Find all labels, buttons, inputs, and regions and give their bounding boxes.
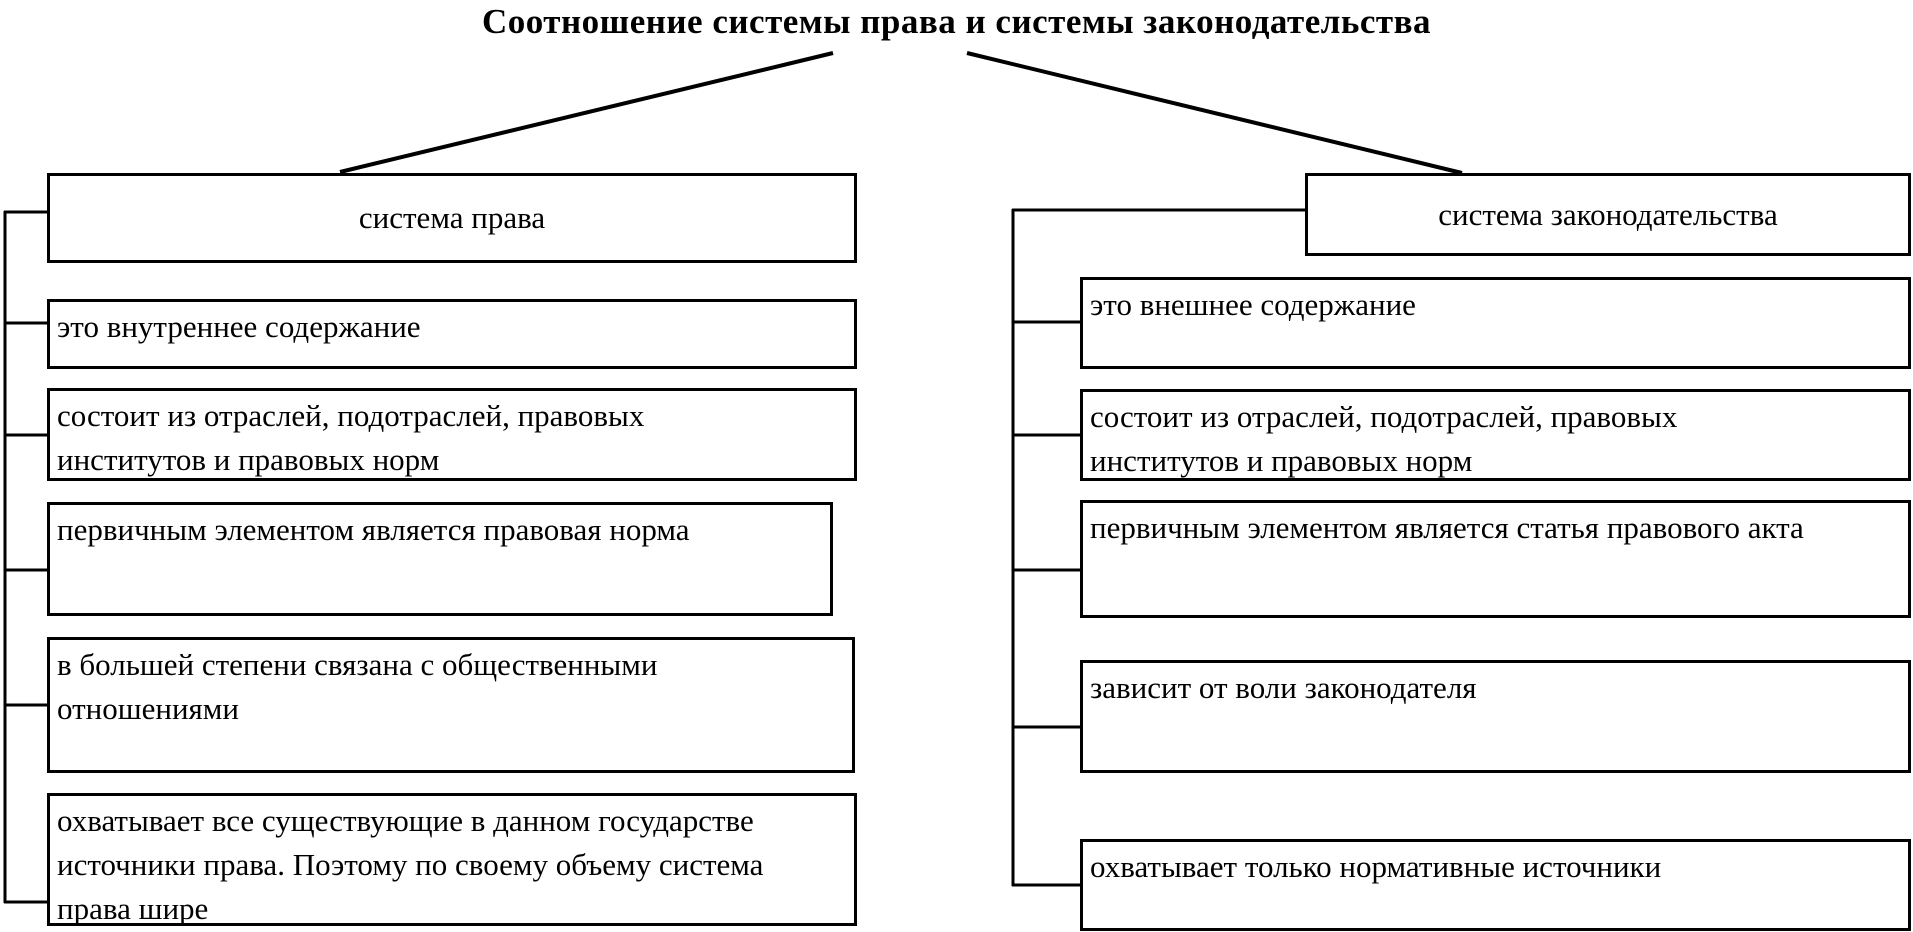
legislation-system-item-box: первичным элементом является статья прав… xyxy=(1080,500,1911,618)
legislation-system-item-box: охватывает только нормативные источники xyxy=(1080,839,1911,931)
law-system-header-box: система права xyxy=(47,173,857,263)
law-system-item-box: первичным элементом является правовая но… xyxy=(47,502,833,616)
legislation-system-item-box: зависит от воли законодателя xyxy=(1080,660,1911,773)
title-to-legislation-system-line xyxy=(966,51,1463,175)
title-to-law-system-line xyxy=(339,51,834,174)
law-system-item-box: это внутреннее содержание xyxy=(47,299,857,369)
legislation-system-item-box: это внешнее содержание xyxy=(1080,277,1911,369)
legislation-system-item-box: состоит из отраслей, подотраслей, правов… xyxy=(1080,389,1911,481)
law-system-item-box: состоит из отраслей, подотраслей, правов… xyxy=(47,388,857,481)
law-system-item-box: в большей степени связана с общественным… xyxy=(47,637,855,773)
law-system-item-box: охватывает все существующие в данном гос… xyxy=(47,793,857,926)
legislation-system-header-box: система законодательства xyxy=(1305,173,1911,256)
diagram-title: Соотношение системы права и системы зако… xyxy=(481,2,1432,41)
